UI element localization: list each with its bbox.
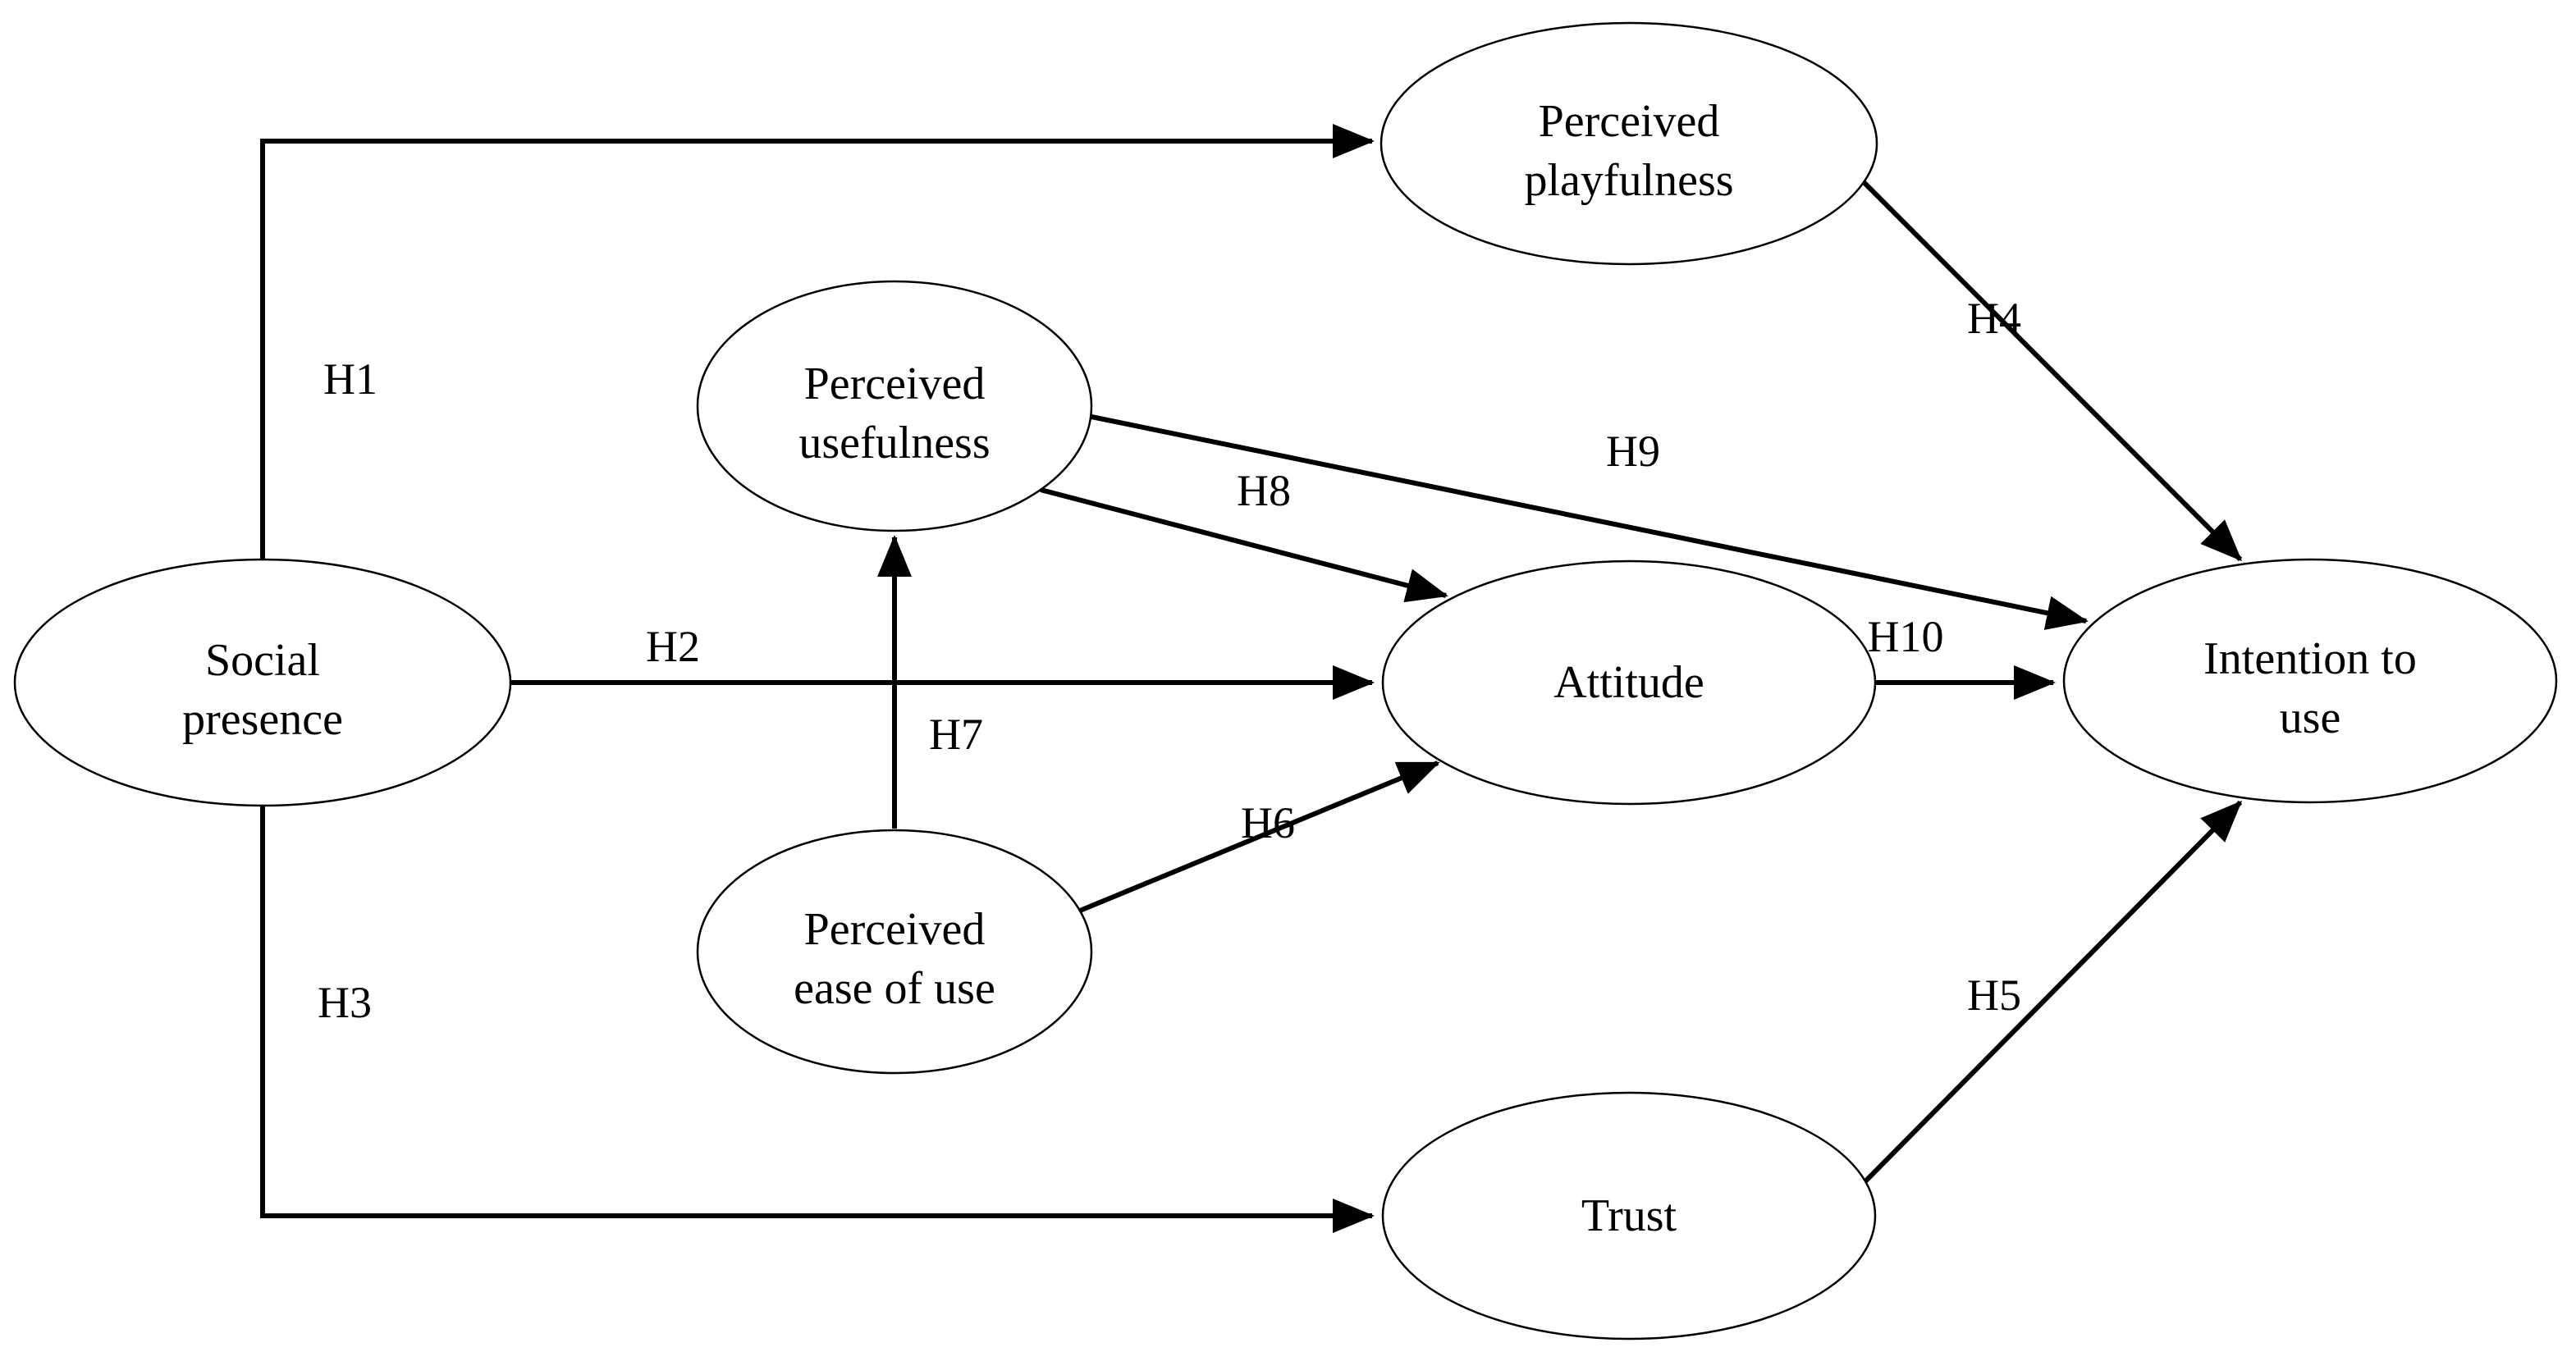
edge-arrow-h8 [1040,487,1448,603]
edge-arrow-h9 [1091,414,2089,630]
node-label-social-presence: Social presence [182,635,343,745]
edge-arrow-h1 [260,124,1375,559]
node-label-line: usefulness [798,418,990,468]
node-label-line: Intention to [2203,633,2417,684]
edge-label-h4: H4 [1967,294,2021,343]
edge-arrow-h6 [1078,760,1440,913]
node-social-presence: Social presence [13,558,512,807]
node-label-trust: Trust [1581,1190,1677,1241]
node-label-line: playfulness [1524,155,1733,206]
node-label-line: Attitude [1553,657,1704,708]
node-label-line: ease of use [794,963,995,1014]
node-label-attitude: Attitude [1553,657,1704,708]
node-intention-to-use: Intention to use [2062,558,2558,804]
node-label-line: Perceived [804,359,986,409]
node-ellipse-perceived-usefulness [696,280,1093,532]
edge-arrow-h4 [1861,180,2243,562]
edge-arrow-h3 [260,806,1375,1233]
node-perceived-ease-of-use: Perceived ease of use [696,829,1093,1075]
edge-label-h2: H2 [646,622,700,671]
node-ellipse-intention-to-use [2062,558,2558,804]
node-label-perceived-ease-of-use: Perceived ease of use [794,904,995,1014]
node-ellipse-perceived-playfulness [1380,21,1878,266]
node-ellipse-trust [1381,1091,1877,1340]
edges-layer [260,124,2243,1233]
node-label-line: Perceived [1539,96,1720,147]
edge-label-h6: H6 [1241,798,1295,847]
edge-label-h8: H8 [1237,466,1291,515]
node-label-intention-to-use: Intention to use [2203,633,2417,743]
node-label-line: Trust [1581,1190,1677,1241]
node-perceived-usefulness: Perceived usefulness [696,280,1093,532]
edge-label-h10: H10 [1868,612,1944,661]
node-label-perceived-playfulness: Perceived playfulness [1524,96,1733,206]
node-ellipse-social-presence [13,558,512,807]
node-ellipse-perceived-ease-of-use [696,829,1093,1075]
node-label-perceived-usefulness: Perceived usefulness [798,359,990,468]
node-label-line: use [2280,692,2341,743]
node-attitude: Attitude [1381,559,1877,806]
node-label-line: Social [205,635,320,686]
node-perceived-playfulness: Perceived playfulness [1380,21,1878,266]
edge-label-h7: H7 [929,710,983,759]
edge-arrow-h5 [1863,800,2243,1184]
edge-label-h3: H3 [318,978,372,1027]
edge-label-h5: H5 [1967,971,2021,1020]
node-ellipse-attitude [1381,559,1877,806]
edge-label-h9: H9 [1606,427,1660,476]
node-label-line: Perceived [804,904,986,955]
node-trust: Trust [1381,1091,1877,1340]
edge-label-h1: H1 [323,354,377,404]
node-label-line: presence [182,694,343,745]
